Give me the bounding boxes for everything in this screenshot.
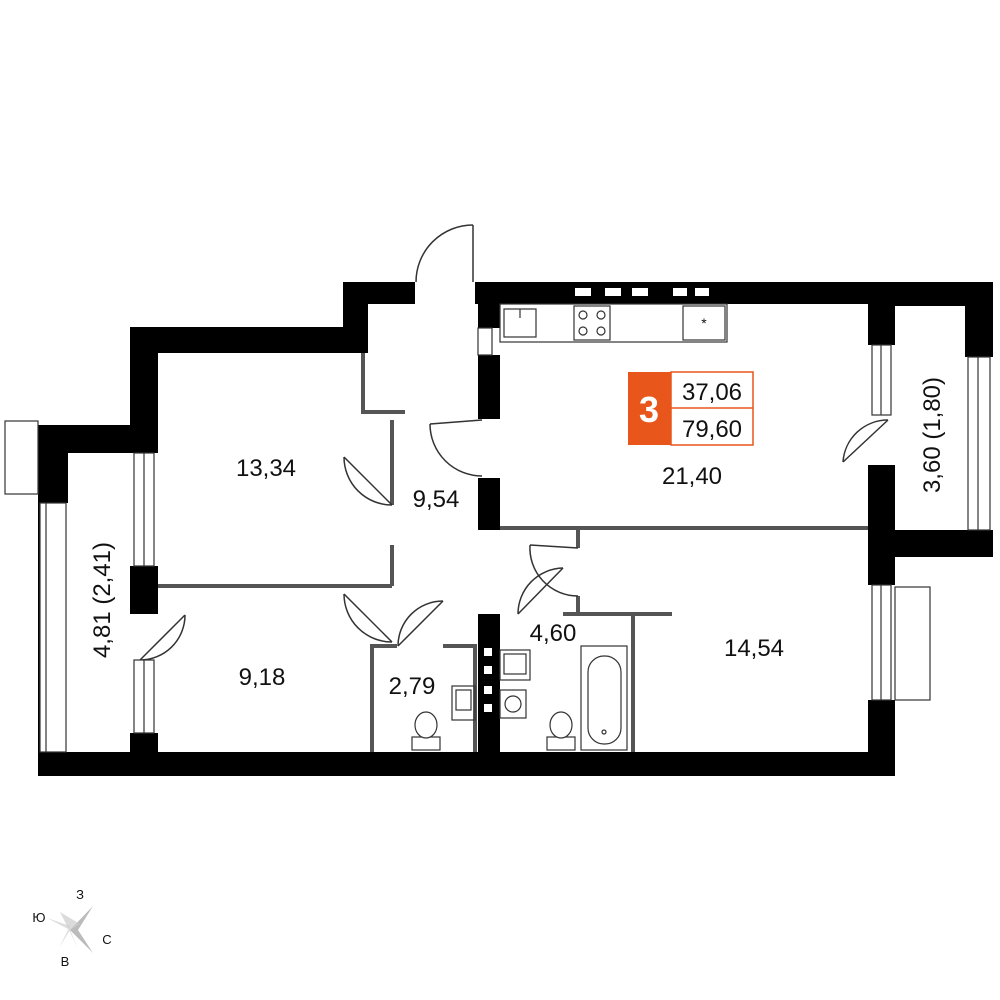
compass-west: З [76,887,84,902]
room-area-bedroom-top-left: 13,34 [236,455,296,482]
rooms-count-box [628,372,671,445]
room-area-balcony-left: 4,81 (2,41) [89,542,116,658]
room-labels: 13,34 9,54 21,40 9,18 2,79 4,60 14,54 4,… [89,377,946,700]
svg-text:*: * [701,315,707,331]
total-area: 79,60 [682,416,742,443]
living-area: 37,06 [682,379,742,406]
bathtub-icon [580,645,628,751]
room-area-bedroom-right: 14,54 [724,635,784,662]
room-area-balcony-right: 3,60 (1,80) [919,377,946,493]
apartment-badge: 3 37,06 79,60 [628,371,754,446]
toilet-icon [546,711,576,751]
washer-icon [499,689,527,719]
compass-south: Ю [32,910,45,925]
room-area-corridor: 9,54 [413,486,460,513]
stove-icon [573,305,611,341]
rooms-count: 3 [639,389,659,430]
external-units [4,420,931,701]
bathroom-shaft [484,648,492,712]
sink-icon [451,685,476,721]
room-area-hall: 4,60 [530,620,577,647]
room-area-wc: 2,79 [389,673,436,700]
windows [39,288,991,753]
exterior-walls [38,282,993,776]
compass-north: С [102,932,111,947]
doors [139,224,889,661]
compass-icon: З Ю С В [32,887,111,969]
fridge-icon: * [682,305,726,341]
sink-icon [503,308,537,338]
interior-walls [478,282,500,752]
compass-east: В [61,954,70,969]
toilet-icon [411,711,441,751]
sink-icon [499,649,531,681]
room-area-bedroom-bottom-left: 9,18 [239,664,286,691]
partitions [158,353,868,752]
kitchen-counter [477,303,728,356]
room-area-kitchen: 21,40 [662,463,722,490]
